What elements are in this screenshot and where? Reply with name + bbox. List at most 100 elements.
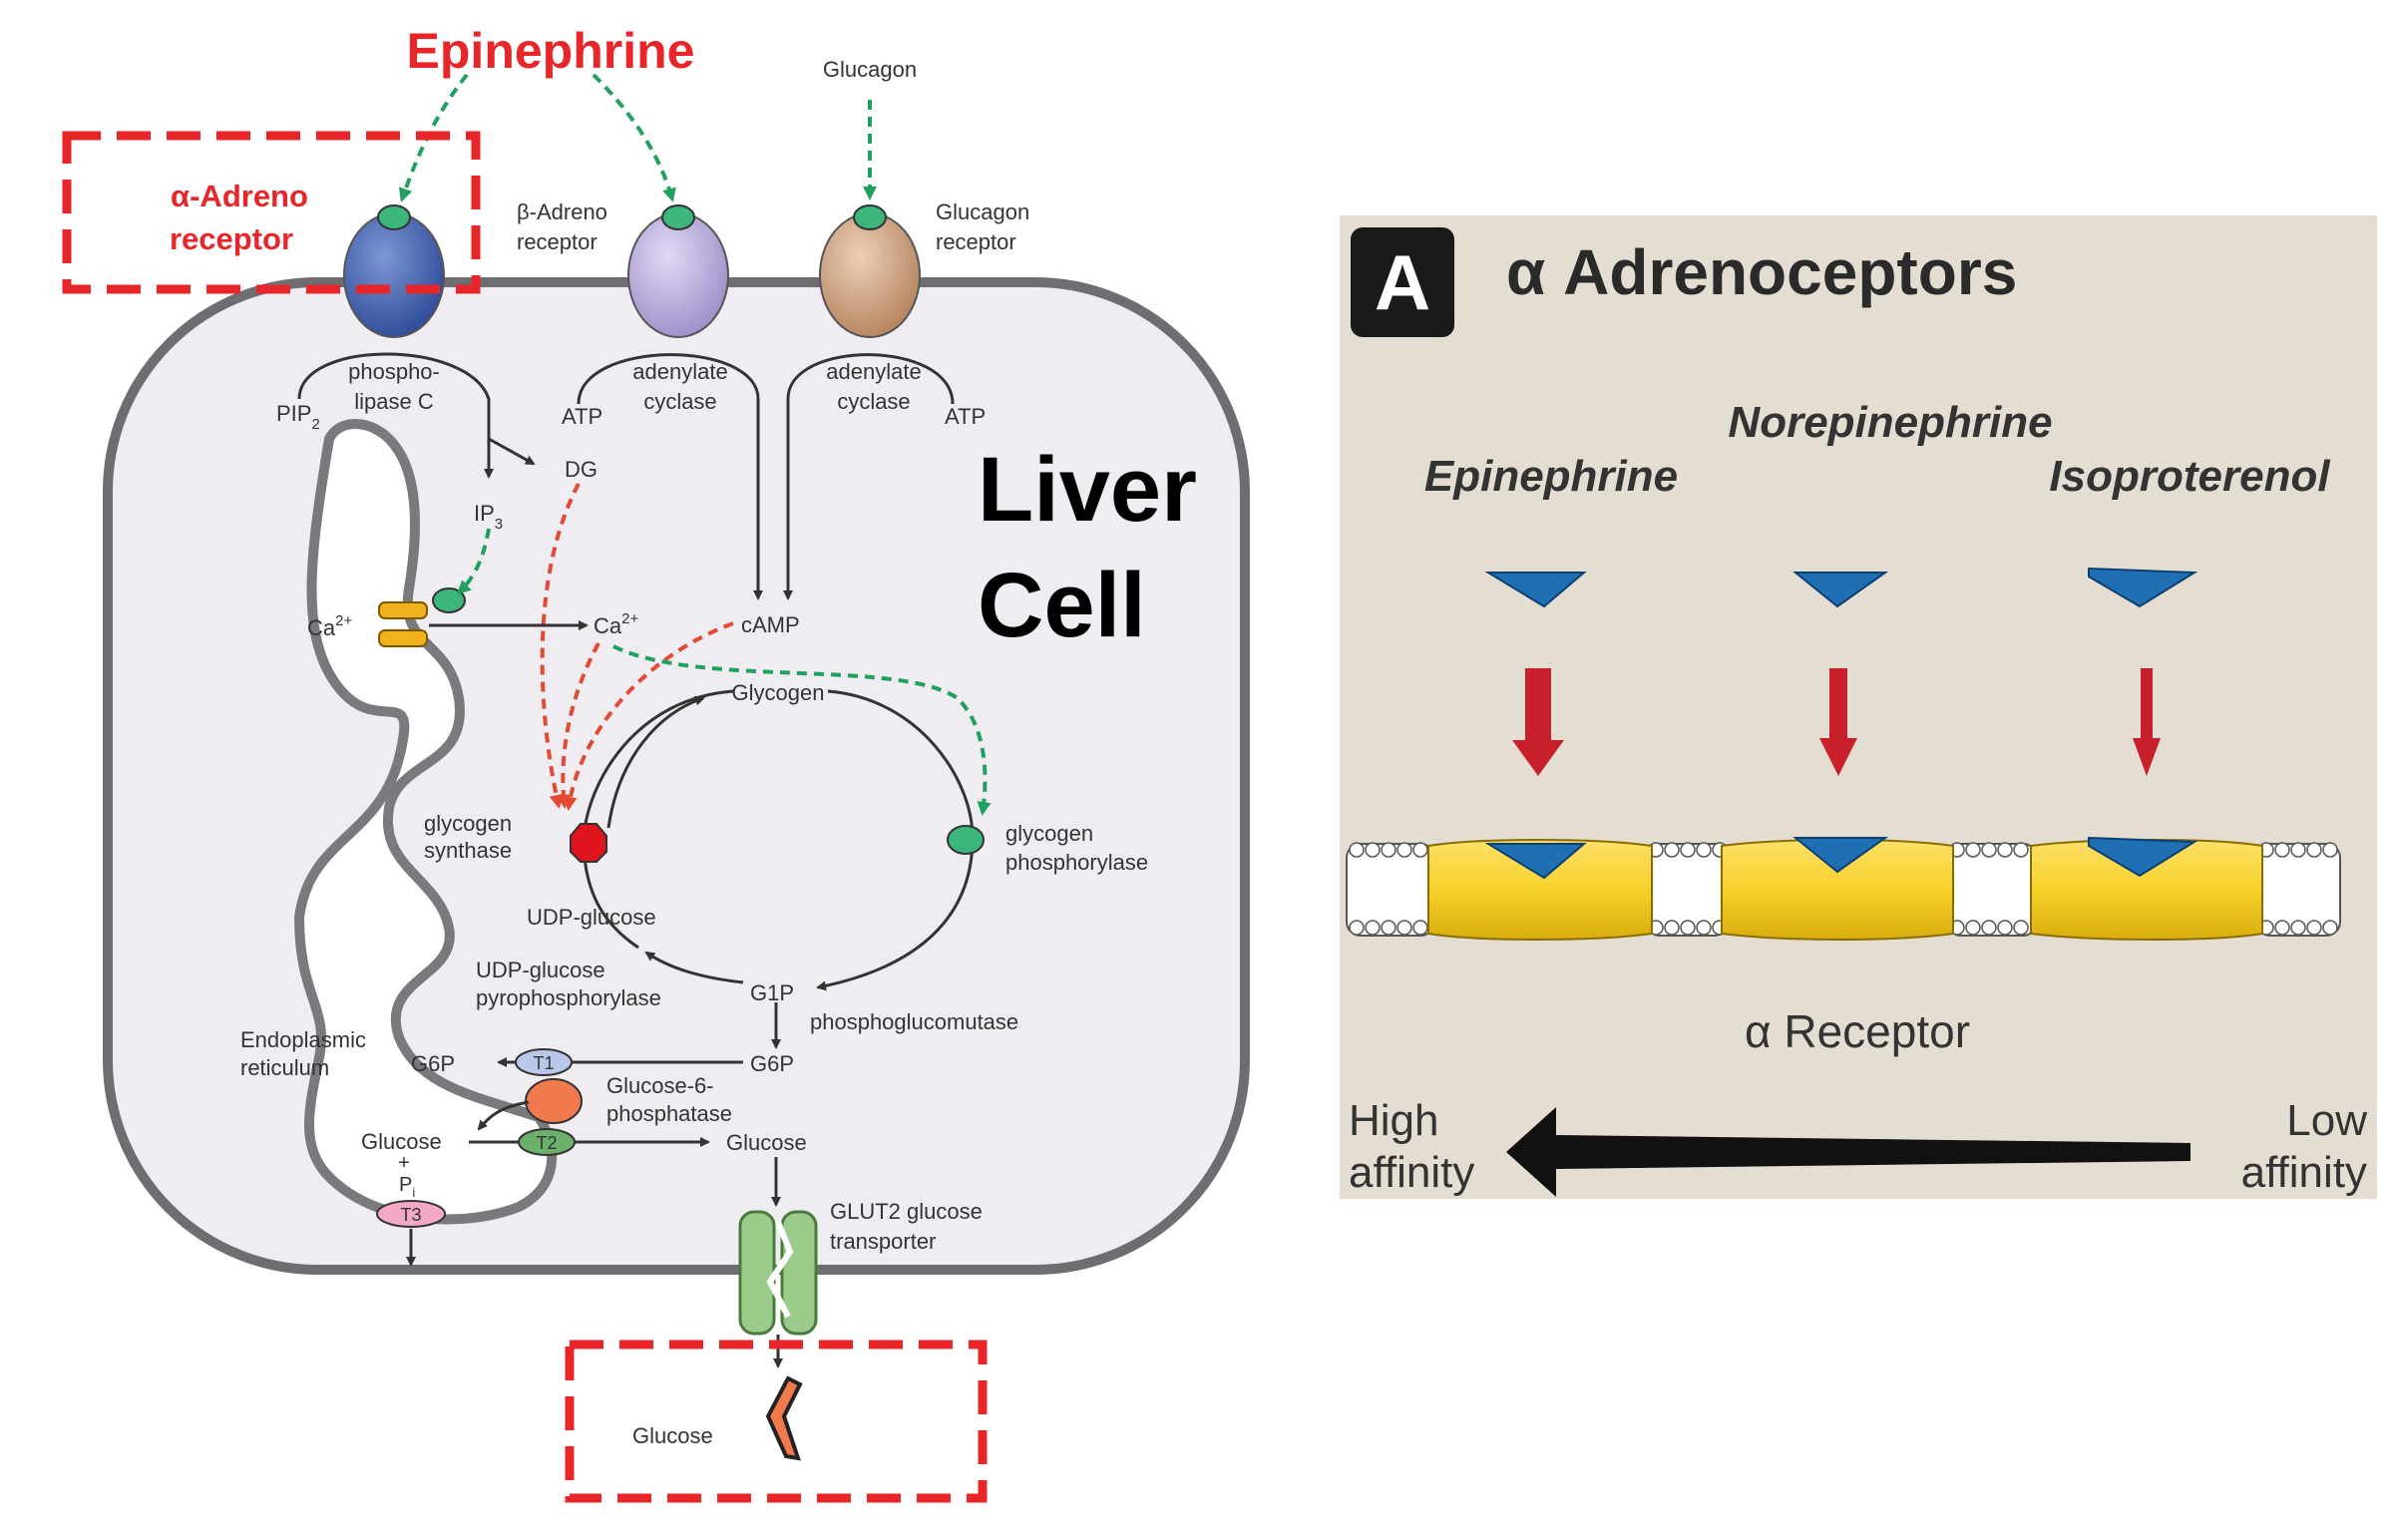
ip3-label: IP3	[474, 501, 503, 533]
pi-label: Pi	[399, 1174, 415, 1200]
ac1-loop	[577, 353, 763, 600]
liver-cell-title-line2: Cell	[978, 555, 1146, 656]
t2-label: T2	[536, 1133, 557, 1153]
alpha-adrenoreceptor	[343, 212, 445, 338]
glucagon-receptor-label-line1: Glucagon	[936, 199, 1029, 224]
plc-loop	[297, 352, 536, 466]
glycogen-synthase-label-line1: glycogen	[424, 811, 512, 836]
phosphoglucomutase-label: phosphoglucomutase	[810, 1009, 1018, 1034]
beta-receptor-label-line1: β-Adreno	[517, 199, 607, 224]
receptor-label: α Receptor	[1745, 1005, 1970, 1057]
epinephrine-to-alpha-arrow	[398, 73, 469, 202]
epinephrine-to-beta-arrow	[592, 73, 676, 202]
g6p-to-glucose-er-arrow	[477, 1100, 530, 1131]
beta-receptor-binding-site	[661, 204, 695, 230]
glucose-output-highlight-box	[565, 1340, 988, 1503]
ca-left-label: Ca2+	[307, 612, 352, 640]
g1p-to-udp-arrow	[644, 951, 744, 984]
pip2-label: PIP2	[276, 401, 320, 433]
plus-label: +	[398, 1152, 410, 1174]
ac2-label-line2: cyclase	[837, 389, 910, 414]
glucose-output-label: Glucose	[632, 1423, 713, 1448]
g1p-label: G1P	[750, 980, 794, 1005]
g6p-right-label: G6P	[750, 1051, 794, 1076]
er-label-line2: reticulum	[240, 1055, 329, 1080]
alpha-receptor-highlight-box	[62, 131, 481, 294]
glycogen-phosphorylase-label-line1: glycogen	[1005, 821, 1093, 846]
alpha-receptor-label-line1: α-Adreno	[171, 179, 308, 213]
low-affinity-line1: Low	[2286, 1096, 2367, 1145]
glucose-mid-label: Glucose	[726, 1130, 807, 1155]
ca-right-label: Ca2+	[594, 610, 638, 638]
atp2-label: ATP	[945, 404, 986, 429]
ca-camp-to-phosphorylase-arrow	[612, 644, 992, 816]
ac2-label-line1: adenylate	[826, 359, 921, 384]
isoproterenol-bound	[2088, 836, 2198, 878]
ac2-loop	[783, 353, 955, 600]
dg-to-synthase-arrow	[540, 483, 581, 809]
glut2-transporter-left	[738, 1210, 776, 1336]
isoproterenol-ligand	[2088, 567, 2198, 608]
affinity-arrow	[1506, 1107, 2191, 1197]
glycogen-phosphorylase-label-line2: phosphorylase	[1005, 850, 1148, 875]
high-affinity-line2: affinity	[1349, 1148, 1474, 1197]
glycogen-synthase-label-line2: synthase	[424, 838, 512, 863]
panel-title: α Adrenoceptors	[1506, 236, 2017, 308]
receptor-segment-1	[1427, 839, 1653, 941]
glucose-left-label: Glucose	[361, 1129, 442, 1154]
agonist-isoproterenol: Isoproterenol	[2049, 452, 2330, 501]
t1-label: T1	[533, 1053, 554, 1073]
g6pase-label-line1: Glucose-6-	[606, 1073, 714, 1098]
beta-adrenoreceptor	[627, 212, 729, 338]
panel-letter-badge	[1351, 227, 1454, 337]
liver-cell-title-line1: Liver	[978, 439, 1197, 541]
ac1-label-line1: adenylate	[632, 359, 727, 384]
udp-glucose-label: UDP-glucose	[527, 905, 656, 930]
epinephrine-bound	[1484, 843, 1587, 880]
atp1-label: ATP	[562, 404, 602, 429]
panel-letter: A	[1375, 238, 1430, 326]
norepinephrine-binding-arrow	[1819, 668, 1857, 776]
plc-label-line1: phospho-	[348, 359, 440, 384]
er-label-line1: Endoplasmic	[240, 1027, 366, 1052]
t1-transporter	[515, 1048, 573, 1076]
ip3-to-channel-arrow	[456, 528, 491, 595]
glut2-label-line1: GLUT2 glucose	[830, 1199, 983, 1224]
g6pase-label-line2: phosphatase	[606, 1101, 732, 1126]
udp-to-glycogen-arrow	[606, 695, 705, 829]
glucose-molecule	[765, 1375, 803, 1461]
glucagon-receptor-label-line2: receptor	[936, 229, 1016, 254]
agonist-epinephrine: Epinephrine	[1424, 452, 1678, 501]
t3-label: T3	[400, 1205, 421, 1225]
g6p-left-label: G6P	[411, 1051, 455, 1076]
camp-to-synthase-arrow	[563, 621, 734, 811]
dg-label: DG	[565, 457, 598, 482]
plc-label-line2: lipase C	[354, 389, 434, 414]
high-affinity-line1: High	[1349, 1096, 1439, 1145]
glucagon-receptor-binding-site	[853, 204, 887, 230]
camp-label: cAMP	[741, 612, 800, 637]
glycogen-phosphorylase-marker	[947, 825, 985, 855]
calcium-channel-top	[378, 601, 428, 619]
beta-receptor-label-line2: receptor	[517, 229, 598, 254]
panel-background	[1340, 215, 2377, 1199]
udp-ppl-label-line1: UDP-glucose	[476, 958, 605, 982]
liver-cell-diagram: Epinephrine α-Adreno receptor β-Adreno r…	[62, 23, 1250, 1503]
epinephrine-binding-arrow	[1512, 668, 1564, 776]
adrenoceptor-panel: A α Adrenoceptors Norepinephrine Epineph…	[1340, 215, 2377, 1199]
alpha-receptor-label-line2: receptor	[170, 221, 293, 256]
agonist-norepinephrine: Norepinephrine	[1728, 398, 2052, 447]
calcium-channel-bottom	[378, 629, 428, 647]
ac1-label-line2: cyclase	[643, 389, 716, 414]
ca-to-synthase-arrow	[556, 642, 600, 809]
t3-transporter	[376, 1200, 446, 1228]
glycogen-label: Glycogen	[732, 680, 825, 705]
glut2-channel	[766, 1220, 794, 1319]
epinephrine-label: Epinephrine	[407, 23, 695, 79]
glucagon-label: Glucagon	[823, 57, 917, 82]
isoproterenol-binding-arrow	[2133, 668, 2161, 776]
glucagon-receptor	[819, 212, 921, 338]
norepinephrine-bound	[1792, 837, 1889, 874]
glucose-6-phosphatase	[525, 1078, 583, 1124]
